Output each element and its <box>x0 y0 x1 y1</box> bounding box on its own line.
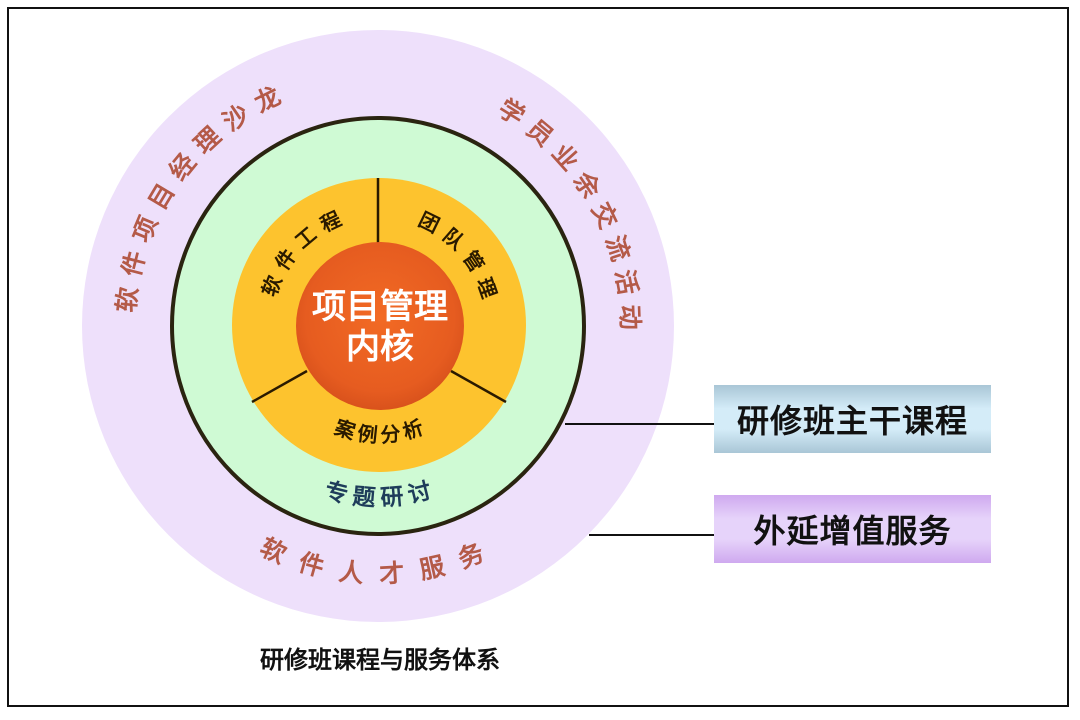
legend-main-courses-label: 研修班主干课程 <box>736 402 968 440</box>
outer-student-activities-char: 活 <box>610 267 643 297</box>
core-circle <box>296 242 464 410</box>
legend-extended-services-label: 外延增值服务 <box>753 512 952 550</box>
arc-labels: 软件工程团队管理案例分析专题研讨软件项目经理沙龙学员业余交流活动软件人才服务 <box>112 81 645 589</box>
diagram-frame <box>7 7 1069 707</box>
green-ring-topic-seminar-char: 题 <box>351 483 376 512</box>
segment-divider-lower-right <box>450 369 507 404</box>
green-ring-topic-seminar-char: 研 <box>379 483 404 512</box>
outer-talent-service-char: 才 <box>379 558 406 588</box>
legend-extended-services: 外延增值服务 <box>714 495 991 563</box>
core-label-line1: 项目管理 <box>312 287 448 327</box>
segment-divider-lower-left <box>251 369 308 404</box>
core-label-line2: 内核 <box>346 327 414 367</box>
outer-talent-service-char: 人 <box>337 557 365 589</box>
diagram-caption: 研修班课程与服务体系 <box>260 645 500 674</box>
outer-pm-salon-char: 软 <box>112 286 143 314</box>
segment-case-analysis-char: 分 <box>379 421 401 447</box>
legend-main-courses: 研修班主干课程 <box>714 385 991 453</box>
outer-student-activities-char: 动 <box>615 304 645 330</box>
segment-case-analysis-char: 例 <box>356 421 378 447</box>
